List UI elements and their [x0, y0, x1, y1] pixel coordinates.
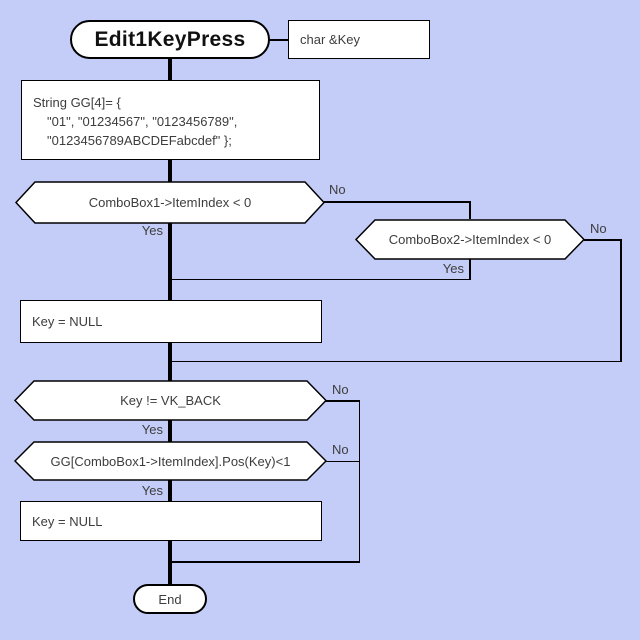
param-node: char &Key	[288, 20, 430, 59]
edge-process2-to-end	[168, 540, 172, 585]
edge-no-bypass-v	[358, 400, 360, 562]
end-label: End	[158, 591, 182, 607]
decision4-label: GG[ComboBox1->ItemIndex].Pos(Key)<1	[50, 453, 291, 469]
edge-decision4-yes-to-process2	[168, 480, 172, 502]
edge-decision2-yes-h	[170, 278, 470, 280]
edge-start-to-param	[269, 39, 289, 41]
edge-decision1-no-h	[324, 201, 470, 203]
param-label: char &Key	[300, 32, 360, 47]
edge-decision3-no-h	[324, 400, 360, 402]
decision1-yes-label: Yes	[141, 223, 163, 238]
decision2-label: ComboBox2->ItemIndex < 0	[388, 232, 552, 247]
decision3-yes-label: Yes	[141, 422, 163, 437]
decision4-no-label: No	[332, 442, 349, 457]
edge-decision1-no-v	[469, 201, 471, 219]
declaration-line-2: "01", "01234567", "0123456789",	[47, 114, 238, 129]
start-label: Edit1KeyPress	[94, 27, 246, 51]
hexagon-shape	[14, 380, 327, 421]
decision4-yes-label: Yes	[141, 483, 163, 498]
decision1-no-label: No	[329, 182, 346, 197]
process2-node: Key = NULL	[20, 501, 322, 541]
edge-declaration-to-decision1	[168, 159, 172, 182]
hexagon-shape	[15, 181, 325, 224]
edge-decision2-yes-v	[469, 259, 471, 280]
edge-bypass-return	[170, 561, 360, 563]
declaration-line-1: String GG[4]= {	[33, 95, 121, 110]
declaration-node: String GG[4]= { "01", "01234567", "01234…	[21, 80, 320, 160]
declaration-line-3: "0123456789ABCDEFabcdef" };	[47, 133, 232, 148]
decision1-node: ComboBox1->ItemIndex < 0	[15, 181, 325, 224]
edge-decision4-no-h	[324, 460, 360, 462]
decision1-label: ComboBox1->ItemIndex < 0	[88, 195, 252, 210]
edge-start-to-declaration	[168, 59, 172, 81]
edge-decision2-no-v	[620, 239, 622, 362]
decision3-node: Key != VK_BACK	[14, 380, 327, 421]
start-node: Edit1KeyPress	[70, 20, 270, 59]
edge-decision2-no-h	[584, 239, 621, 241]
end-node: End	[133, 584, 207, 614]
hexagon-shape	[14, 441, 327, 481]
decision4-node: GG[ComboBox1->ItemIndex].Pos(Key)<1	[14, 441, 327, 481]
decision2-no-label: No	[590, 221, 607, 236]
decision2-node: ComboBox2->ItemIndex < 0	[355, 219, 585, 260]
decision2-yes-label: Yes	[442, 261, 464, 276]
edge-decision2-no-return	[170, 360, 621, 362]
process1-label: Key = NULL	[32, 314, 103, 329]
edge-decision1-yes-to-process1	[168, 223, 172, 301]
process1-node: Key = NULL	[20, 300, 322, 343]
hexagon-shape	[355, 219, 585, 260]
decision3-no-label: No	[332, 382, 349, 397]
process2-label: Key = NULL	[32, 513, 103, 529]
decision3-label: Key != VK_BACK	[120, 393, 221, 408]
edge-decision3-yes-to-decision4	[168, 420, 172, 442]
